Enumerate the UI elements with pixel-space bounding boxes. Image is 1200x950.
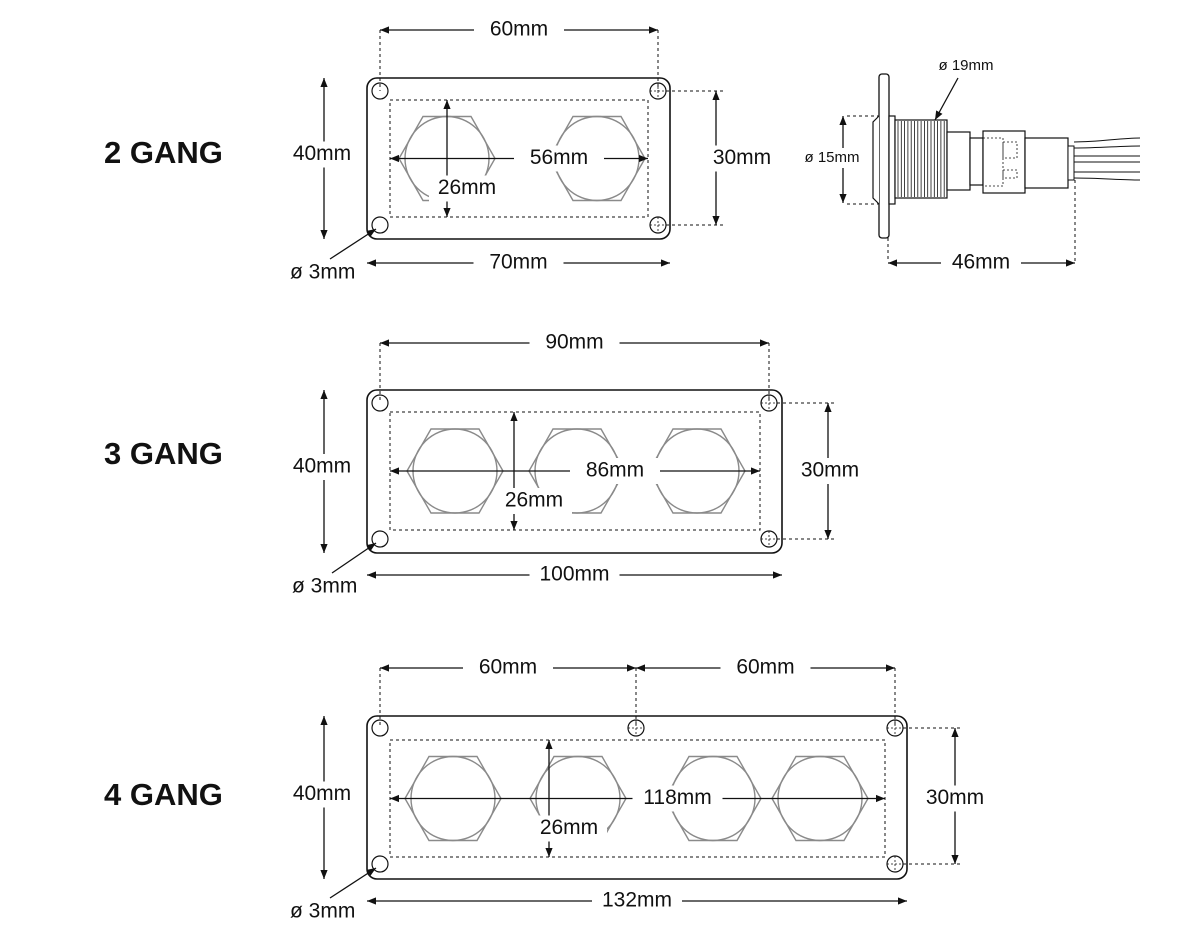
panel-height-label: 40mm bbox=[293, 142, 351, 165]
wire bbox=[1073, 145, 1141, 149]
hole-diameter-leader bbox=[329, 228, 377, 260]
panel-width-label: 70mm bbox=[489, 251, 547, 274]
hole-circle bbox=[371, 394, 389, 412]
panel-width-label-bg bbox=[592, 888, 682, 914]
hole-spacing-vertical-label: 30mm bbox=[801, 459, 859, 482]
bg bbox=[798, 148, 868, 168]
hole-spacing-vertical-label: 30mm bbox=[713, 146, 771, 169]
switch-area-width-label-bg bbox=[570, 458, 660, 484]
switch-size-label: 26mm bbox=[505, 489, 563, 512]
mounting-hole bbox=[886, 855, 904, 873]
mounting-hole bbox=[649, 216, 667, 234]
panel-width-label-bg bbox=[529, 562, 620, 588]
hole-spacing-label-bg bbox=[720, 655, 811, 681]
panel-height-label: 40mm bbox=[293, 455, 351, 478]
connector-rear bbox=[1024, 137, 1069, 189]
hidden-terminal bbox=[982, 137, 1004, 187]
hole-diameter-label: ø 3mm bbox=[290, 261, 355, 284]
switch-area-width-label-bg bbox=[514, 145, 604, 172]
button-bezel bbox=[872, 115, 880, 205]
hole-spacing-vertical-label-bg bbox=[919, 785, 991, 812]
hidden-terminal bbox=[1002, 169, 1018, 179]
hole-spacing-label-bg bbox=[463, 655, 553, 681]
panel-height-label-bg bbox=[286, 141, 358, 168]
panel-width-label: 132mm bbox=[602, 889, 672, 912]
depth-label: 46mm bbox=[952, 251, 1010, 274]
hole-spacing-label: 60mm bbox=[490, 18, 548, 41]
switch-neck bbox=[969, 137, 984, 186]
connector-body bbox=[982, 130, 1026, 194]
panel-width-label-bg bbox=[473, 250, 564, 276]
hole-spacing-label-bg bbox=[474, 17, 564, 43]
switch-area-width-label-bg bbox=[632, 785, 723, 812]
switch-area-width-label: 56mm bbox=[530, 146, 588, 169]
mounting-hole bbox=[760, 530, 778, 548]
hole-spacing-label: 60mm bbox=[479, 656, 537, 679]
hole-spacing-vertical-label-bg bbox=[794, 458, 866, 484]
wire-grommet bbox=[1067, 145, 1075, 181]
mounting-flange bbox=[878, 73, 890, 239]
switch-area-width-label: 118mm bbox=[643, 786, 711, 809]
hole-spacing-label: 60mm bbox=[736, 656, 794, 679]
bezel-diameter-label: ø 15mm bbox=[804, 149, 859, 166]
switch-housing bbox=[946, 131, 971, 191]
mounting-hole bbox=[371, 719, 389, 737]
switch-side-view bbox=[872, 73, 1141, 239]
panel-height-label-bg bbox=[286, 781, 358, 808]
wire bbox=[1073, 177, 1141, 181]
hole-diameter-label: ø 3mm bbox=[290, 900, 355, 923]
panel-title: 2 GANG bbox=[104, 135, 223, 170]
panel-height-label-bg bbox=[286, 454, 358, 480]
panel-title: 3 GANG bbox=[104, 436, 223, 471]
thread-diameter-label: ø 19mm bbox=[938, 57, 993, 74]
switch-area-width-label: 86mm bbox=[586, 459, 644, 482]
panel-width-label: 100mm bbox=[539, 563, 609, 586]
hidden-terminal bbox=[1002, 141, 1018, 159]
switch-size-label: 26mm bbox=[540, 816, 598, 839]
hole-diameter-leader bbox=[331, 542, 377, 574]
hole-spacing-label: 90mm bbox=[545, 331, 603, 354]
thread-diameter-leader bbox=[934, 77, 959, 121]
panel-title: 4 GANG bbox=[104, 777, 223, 812]
hole-diameter-leader bbox=[329, 867, 377, 899]
switch-size-label-bg bbox=[531, 815, 607, 842]
hole-circle bbox=[371, 719, 389, 737]
wire bbox=[1073, 137, 1141, 143]
hole-spacing-vertical-label-bg bbox=[706, 145, 778, 172]
panel-height-label: 40mm bbox=[293, 782, 351, 805]
depth-label-bg bbox=[941, 250, 1021, 276]
switch-size-label-bg bbox=[496, 488, 572, 514]
hole-spacing-label-bg bbox=[529, 330, 620, 356]
hole-spacing-vertical-label: 30mm bbox=[926, 786, 984, 809]
hole-diameter-label: ø 3mm bbox=[292, 575, 357, 598]
washer bbox=[888, 115, 896, 205]
switch-size-label: 26mm bbox=[438, 176, 496, 199]
switch-size-label-bg bbox=[429, 175, 505, 202]
mounting-hole bbox=[371, 394, 389, 412]
mounting-hole bbox=[627, 719, 645, 737]
